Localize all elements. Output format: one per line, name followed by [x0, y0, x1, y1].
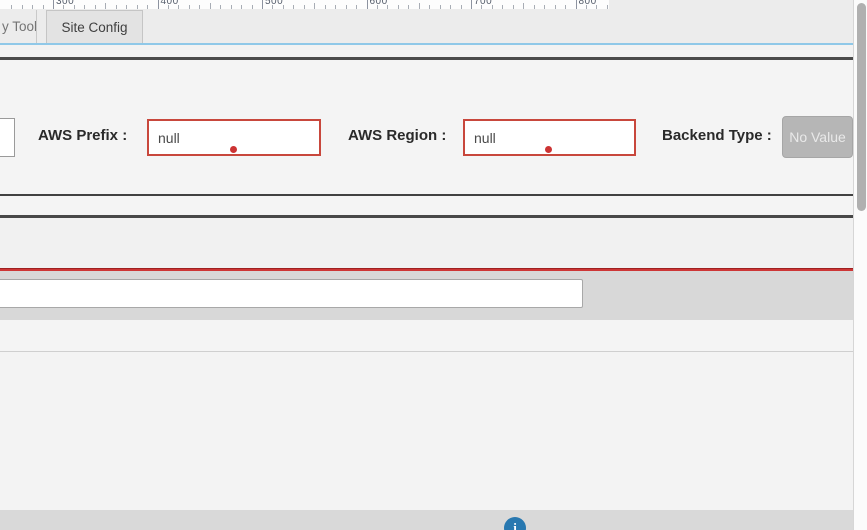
ruler-number: 500 [265, 0, 284, 7]
divider-dark-2 [0, 194, 853, 196]
band-between-dividers [0, 196, 853, 215]
wide-text-input[interactable] [0, 279, 583, 308]
ruler-tick [324, 5, 326, 9]
ruler-tick [94, 5, 96, 9]
ruler: 300 400 500 600 700 800 [0, 0, 609, 9]
aws-prefix-label: AWS Prefix : [38, 127, 128, 144]
ruler-tick [512, 5, 514, 9]
ruler-tick [32, 5, 34, 9]
aws-region-label: AWS Region : [348, 127, 447, 144]
ruler-tick [356, 5, 358, 9]
tab-underline [0, 43, 853, 45]
ruler-tick [554, 5, 556, 9]
tab-partial-tool[interactable]: y Tool [0, 10, 37, 43]
ruler-tick [126, 5, 128, 9]
empty-panel [0, 352, 853, 510]
ruler-tick [251, 5, 253, 9]
ruler-tick [585, 5, 587, 9]
ruler-tick [157, 0, 159, 9]
footer-band [0, 510, 867, 530]
ruler-tick [387, 5, 389, 9]
backend-type-value-box[interactable]: No Value [782, 116, 853, 158]
ruler-number: 400 [160, 0, 179, 7]
ruler-tick [147, 5, 149, 9]
ruler-tick [460, 5, 462, 9]
ruler-tick [282, 5, 284, 9]
backend-type-label: Backend Type : [662, 127, 772, 144]
divider-red [0, 267, 855, 271]
ruler-tick [303, 5, 305, 9]
ruler-tick [491, 5, 493, 9]
vertical-scrollbar[interactable] [853, 0, 867, 530]
ruler-tick [209, 3, 211, 9]
error-dot-icon [230, 146, 237, 153]
ruler-tick [42, 5, 44, 9]
band-under-tabs [0, 45, 853, 57]
ruler-tick [199, 5, 201, 9]
ruler-number: 800 [578, 0, 597, 7]
ruler-tick [418, 3, 420, 9]
scrollbar-thumb[interactable] [856, 3, 866, 211]
ruler-tick [136, 5, 138, 9]
ruler-tick [596, 5, 598, 9]
ruler-number: 300 [56, 0, 75, 7]
panel-divider [0, 351, 853, 352]
error-dot-icon [545, 146, 552, 153]
ruler-tick [502, 5, 504, 9]
info-icon[interactable]: i [504, 517, 526, 530]
ruler-tick [21, 5, 23, 9]
ruler-tick [115, 5, 117, 9]
ruler-tick [241, 5, 243, 9]
ruler-tick [533, 5, 535, 9]
ruler-tick [167, 5, 169, 9]
tab-partial-label: y Tool [2, 19, 37, 34]
ruler-tick [314, 3, 316, 9]
ruler-tick [63, 5, 65, 9]
ruler-tick [220, 5, 222, 9]
ruler-tick [439, 5, 441, 9]
band-below-gray [0, 320, 853, 351]
ruler-tick [53, 0, 54, 9]
ruler-tick [345, 5, 347, 9]
ruler-tick [188, 5, 190, 9]
band-above-red [0, 217, 853, 268]
ruler-tick [376, 5, 378, 9]
ruler-number: 700 [474, 0, 493, 7]
ruler-tick [575, 0, 577, 9]
tab-site-config-label: Site Config [61, 19, 128, 35]
divider-dark-3 [0, 215, 853, 218]
ruler-tick [544, 5, 546, 9]
ruler-tick [293, 5, 295, 9]
ruler-tick [335, 5, 337, 9]
info-icon-glyph: i [513, 520, 517, 530]
ruler-tick [397, 5, 399, 9]
ruler-tick [262, 0, 263, 9]
ruler-tick [408, 5, 410, 9]
backend-type-value: No Value [789, 129, 846, 145]
form-section [0, 59, 853, 194]
ruler-tick [11, 5, 13, 9]
clipped-input-left[interactable] [0, 118, 15, 157]
tab-site-config[interactable]: Site Config [46, 10, 143, 43]
ruler-tick [272, 5, 274, 9]
ruler-tick [73, 5, 75, 9]
ruler-number: 600 [369, 0, 388, 7]
ruler-tick [105, 3, 107, 9]
ruler-tick [450, 5, 452, 9]
ruler-tick [481, 5, 483, 9]
ruler-tick [606, 5, 608, 9]
ruler-tick [366, 0, 368, 9]
ruler-tick [523, 3, 525, 9]
ruler-tick [565, 5, 567, 9]
tab-bar: y Tool Site Config [0, 9, 853, 43]
ruler-tick [230, 5, 232, 9]
divider-dark-1 [0, 57, 853, 60]
ruler-tick [429, 5, 431, 9]
ruler-tick [178, 5, 180, 9]
ruler-tick [84, 5, 86, 9]
top-strip: 300 400 500 600 700 800 [0, 0, 853, 9]
ruler-tick [471, 0, 472, 9]
